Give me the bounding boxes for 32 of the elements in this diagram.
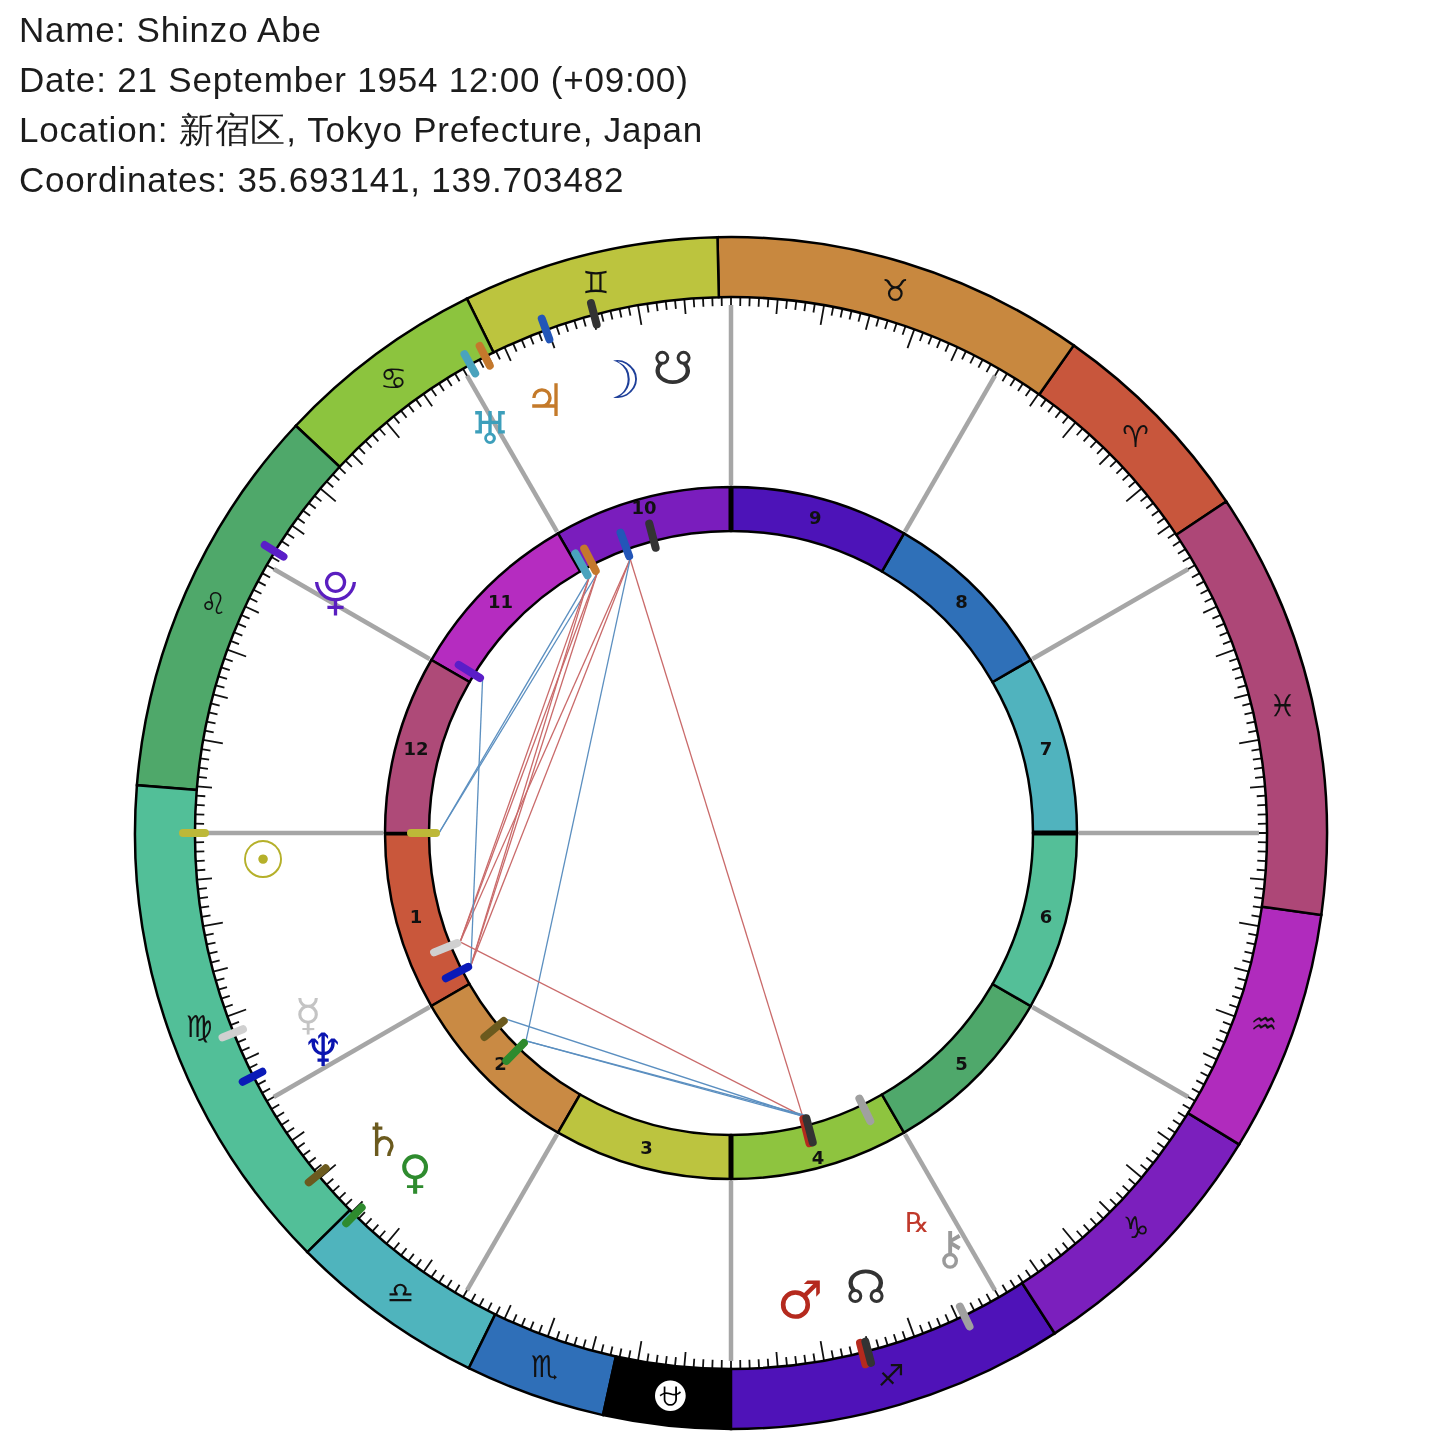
info-text: Coordinates: 35.693141, 139.703482: [19, 160, 625, 200]
planet-glyph: ☊: [845, 1264, 887, 1310]
position-marker: [406, 828, 441, 838]
planet-glyph: ☉: [239, 834, 287, 886]
planet-glyph: ♃: [524, 377, 566, 423]
planet-glyph: ⚷: [933, 1225, 967, 1271]
zodiac-segment: ⛎: [601, 1354, 733, 1431]
aspect-line: [470, 678, 484, 967]
info-text: Name: Shinzo Abe: [19, 10, 322, 50]
info-text: Date: 21 September 1954 12:00 (+09:00): [19, 60, 689, 100]
retrograde-label: ℞: [904, 1208, 930, 1236]
zodiac-segment: ♏: [466, 1312, 618, 1418]
planet-glyph: ♂: [776, 1274, 824, 1326]
info-text: Location: 新宿区, Tokyo Prefecture, Japan: [19, 110, 704, 150]
house-segment: 3: [555, 1092, 733, 1181]
planet-glyph: ☽: [594, 354, 642, 406]
aspect-line: [525, 558, 631, 1042]
house-segment: 1: [383, 831, 472, 1008]
aspect-line: [629, 558, 804, 1117]
house-segment: 12: [383, 658, 472, 835]
zodiac-segment: ♒: [1186, 904, 1324, 1147]
house-segment: 11: [429, 531, 583, 684]
house-segment: 6: [990, 831, 1079, 1009]
planet-glyph: ♅: [469, 405, 511, 451]
zodiac-segment: ♓: [1174, 499, 1329, 917]
house-segment: 4: [728, 1092, 906, 1181]
house-segment: 5: [880, 982, 1033, 1135]
position-marker: [570, 548, 593, 580]
house-segment: 7: [990, 658, 1079, 836]
zodiac-segment: ♈: [1037, 343, 1229, 537]
house-segment: 9: [729, 485, 906, 574]
zodiac-segment: ♑: [1020, 1111, 1242, 1336]
